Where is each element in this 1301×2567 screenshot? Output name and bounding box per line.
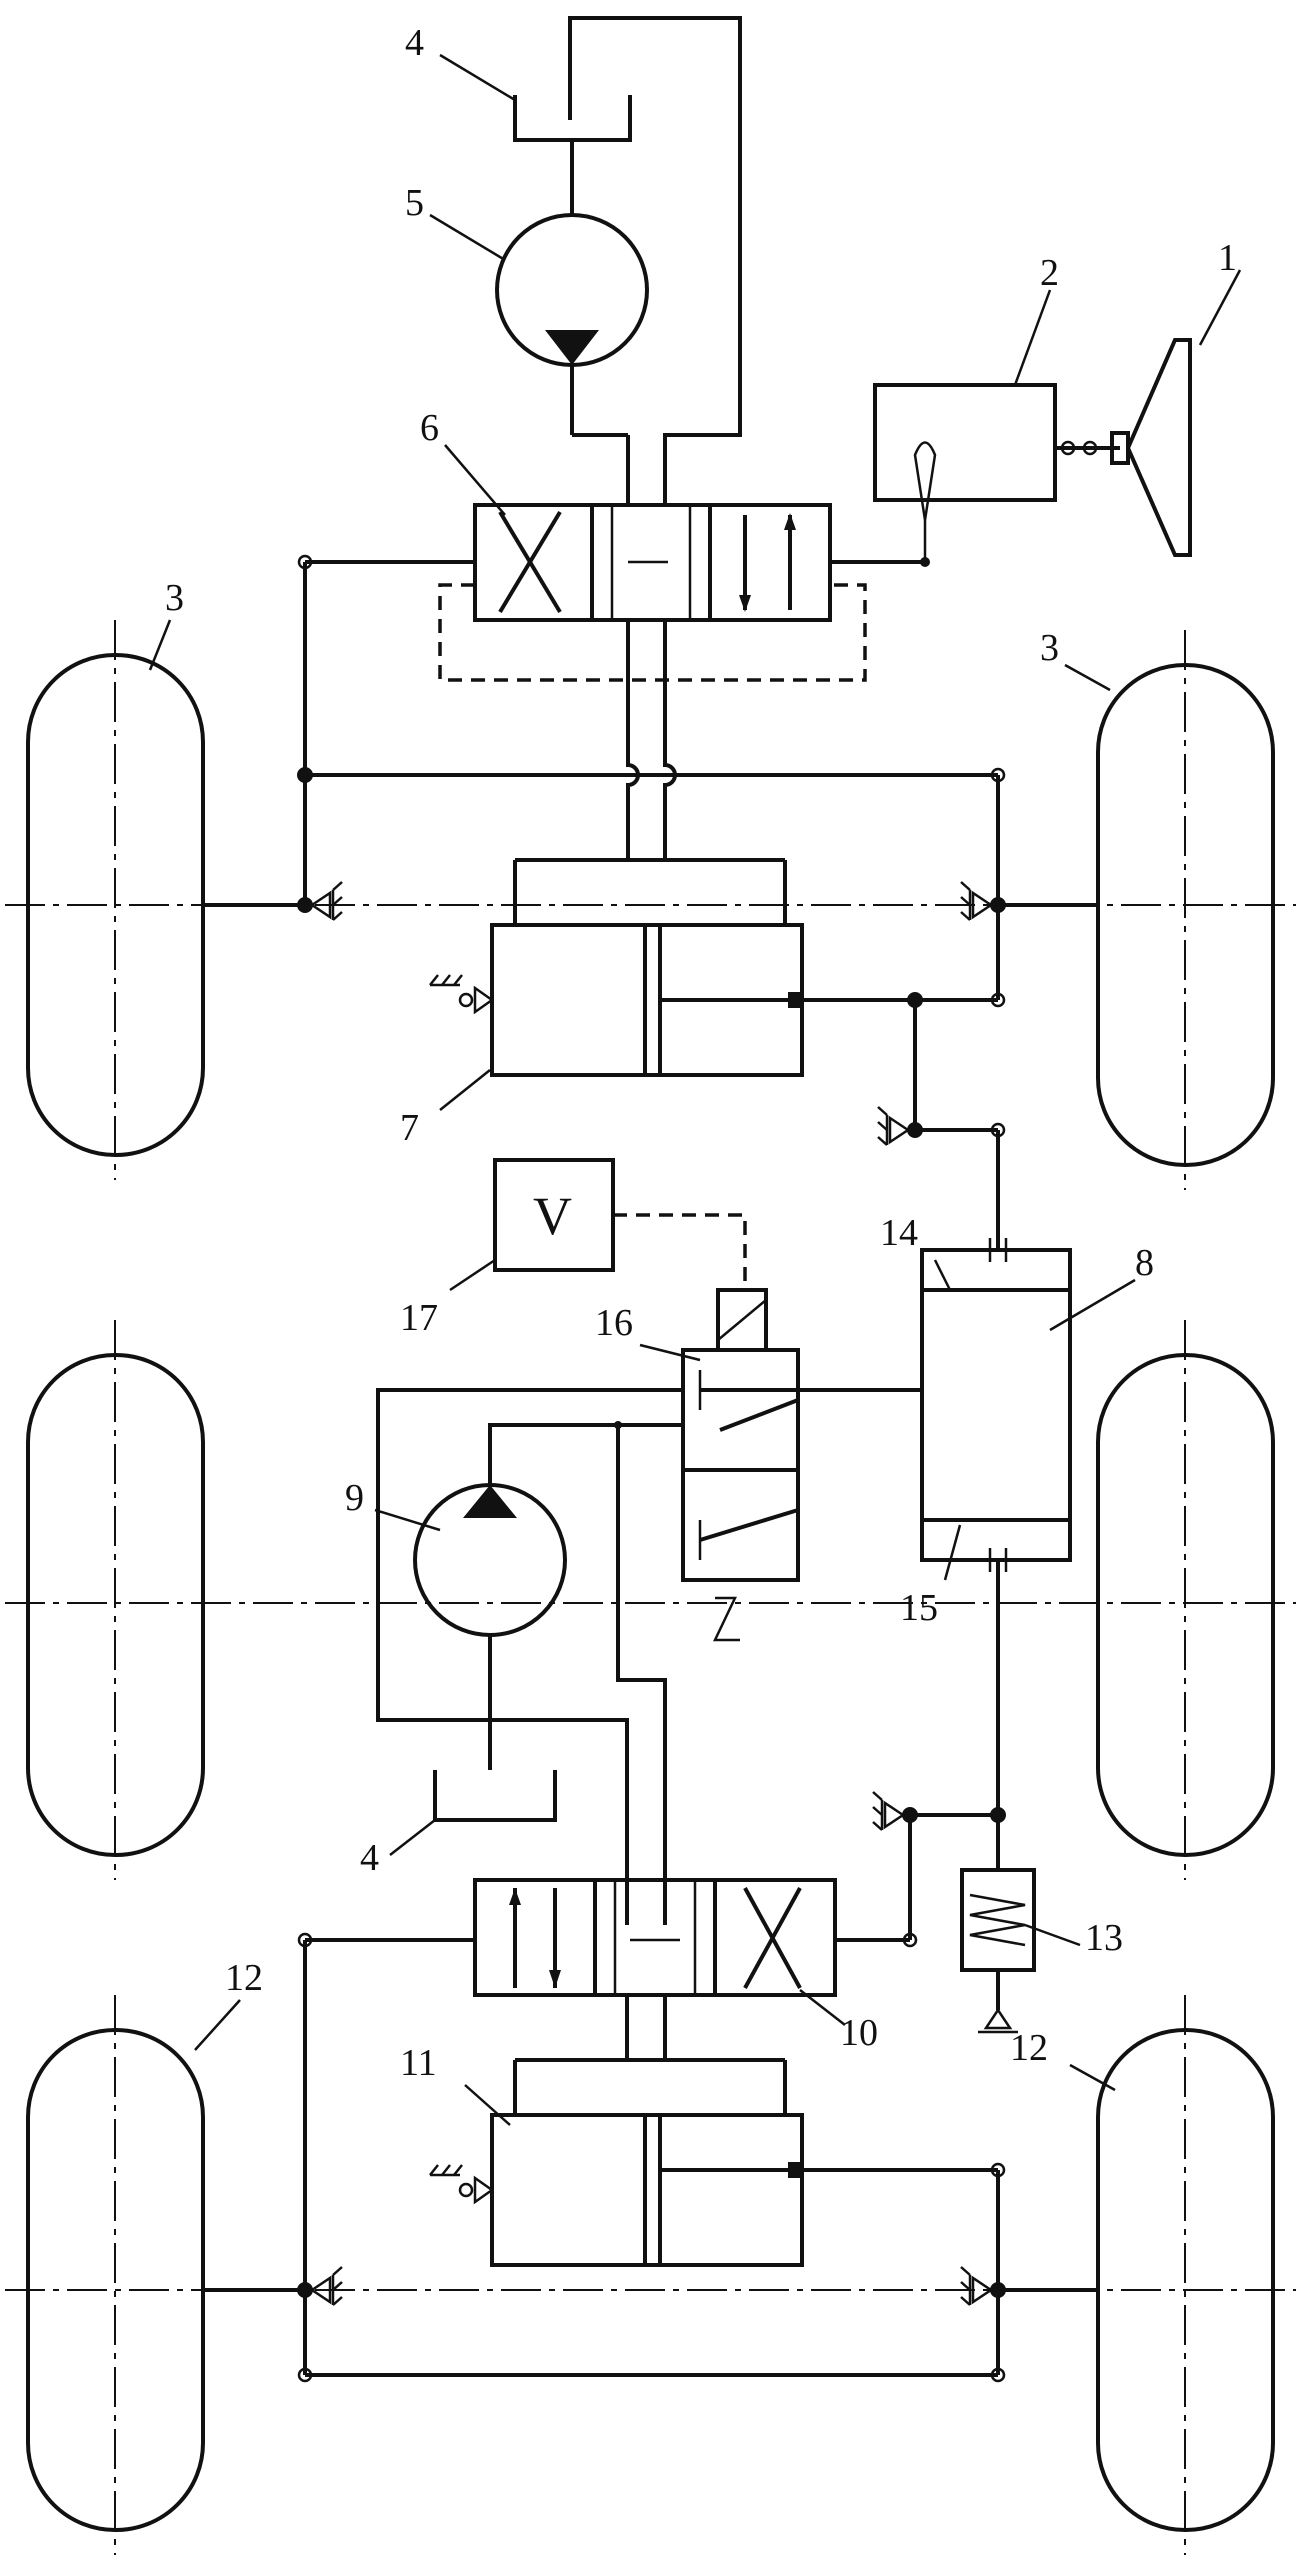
oil-tank-top <box>513 95 632 142</box>
label-10: 10 <box>840 2012 878 2054</box>
valve-6-feedback <box>438 583 867 682</box>
rear-left-wheel <box>26 1995 205 2555</box>
leader-lines <box>148 53 1242 2126</box>
speed-sensor-17: V <box>493 1158 615 1272</box>
middle-left-wheel <box>26 1320 205 1880</box>
pump-9 <box>413 1483 567 1637</box>
label-16: 16 <box>595 1302 633 1344</box>
control-valve-10 <box>473 1878 837 1997</box>
label-3-right: 3 <box>1040 627 1059 669</box>
steering-wheel-1 <box>1055 338 1192 557</box>
label-6: 6 <box>420 407 439 449</box>
label-2: 2 <box>1040 252 1059 294</box>
label-1: 1 <box>1218 237 1237 279</box>
label-15: 15 <box>900 1587 938 1629</box>
oil-tank-bottom <box>433 1770 557 1822</box>
rear-right-wheel <box>1096 1995 1275 2555</box>
centering-spring-13 <box>960 1815 1036 2034</box>
solenoid-valve-16 <box>681 1288 922 1642</box>
label-7: 7 <box>400 1107 419 1149</box>
label-12-right: 12 <box>1010 2027 1048 2069</box>
pump-5 <box>495 213 649 367</box>
label-8: 8 <box>1135 1242 1154 1284</box>
label-3-left: 3 <box>165 577 184 619</box>
label-9: 9 <box>345 1477 364 1519</box>
label-4-bottom: 4 <box>360 1837 379 1879</box>
label-14: 14 <box>880 1212 918 1254</box>
middle-right-wheel <box>1096 1320 1275 1880</box>
front-right-wheel <box>1096 630 1275 1190</box>
label-17: 17 <box>400 1297 438 1339</box>
front-left-wheel <box>26 620 205 1180</box>
cylinder-11 <box>429 2113 998 2267</box>
label-12-left: 12 <box>225 1957 263 1999</box>
label-4-top: 4 <box>405 22 424 64</box>
label-5: 5 <box>405 182 424 224</box>
control-valve-6 <box>473 503 832 622</box>
label-11: 11 <box>400 2042 437 2084</box>
speed-sensor-symbol: V <box>533 1186 572 1246</box>
label-13: 13 <box>1085 1917 1123 1959</box>
actuator-8 <box>920 1238 1072 1572</box>
steering-gear-2 <box>873 383 1057 560</box>
cylinder-7 <box>429 923 915 1077</box>
